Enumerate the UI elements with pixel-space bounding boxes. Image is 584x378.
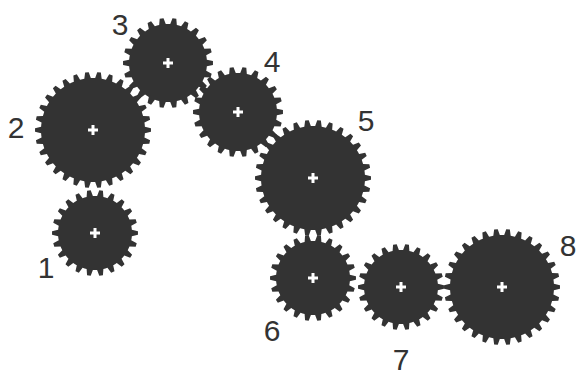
callout-number: 3	[112, 10, 129, 40]
callout-number: 5	[358, 106, 375, 136]
axle-cross	[312, 173, 315, 183]
callout-number: 2	[8, 113, 25, 143]
callout-number: 1	[38, 253, 55, 283]
axle-cross	[237, 107, 240, 117]
gear	[358, 244, 444, 330]
axle-cross	[312, 273, 315, 283]
gear	[444, 229, 560, 345]
gear	[52, 190, 138, 276]
callout-number: 6	[264, 316, 281, 346]
axle-cross	[92, 125, 95, 135]
axle-cross	[167, 58, 170, 68]
axle-cross	[94, 228, 97, 238]
callout-number: 7	[393, 345, 410, 375]
gear	[270, 235, 356, 321]
callout-number: 4	[264, 47, 281, 77]
callout-number: 8	[560, 231, 577, 261]
gear	[193, 67, 283, 157]
gear	[255, 120, 371, 236]
axle-cross	[501, 282, 504, 292]
axle-cross	[400, 282, 403, 292]
gear	[35, 72, 151, 188]
gear	[123, 18, 213, 108]
